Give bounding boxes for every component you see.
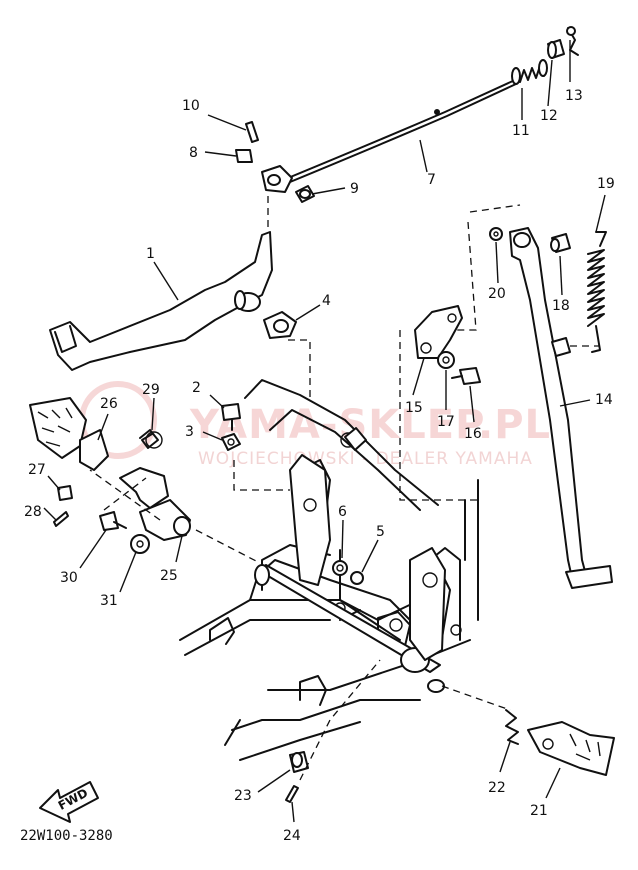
callout-30: 30: [60, 570, 78, 586]
cotter-24: [285, 785, 299, 803]
clip-5: [350, 571, 364, 585]
washer-20: [489, 227, 503, 241]
rod-spring: [511, 59, 548, 85]
left-footrest: [29, 397, 109, 471]
fwd-arrow: FWD: [39, 781, 99, 823]
callout-29: 29: [142, 382, 160, 398]
callout-14: 14: [595, 392, 613, 408]
callout-6: 6: [338, 504, 347, 520]
callout-2: 2: [192, 380, 201, 396]
callouts: 1 2 3 4 5 6 7 8 9 10 11 12 13 14 15 16 1…: [24, 88, 615, 844]
callout-15: 15: [405, 400, 423, 416]
pin-23: [289, 751, 309, 773]
callout-26: 26: [100, 396, 118, 412]
callout-27: 27: [28, 462, 46, 478]
bolt-30: [99, 511, 127, 531]
callout-21: 21: [530, 803, 548, 819]
callout-12: 12: [540, 108, 558, 124]
side-stand: [509, 227, 613, 589]
nut-3: [221, 433, 241, 451]
callout-10: 10: [182, 98, 200, 114]
callout-23: 23: [234, 788, 252, 804]
washer-31: [130, 534, 150, 554]
brake-rod: [287, 79, 517, 183]
stand-bracket: [289, 427, 446, 661]
pin-27: [57, 485, 73, 501]
callout-8: 8: [189, 145, 198, 161]
bolt-16: [451, 367, 481, 385]
callout-18: 18: [552, 298, 570, 314]
leaders: [43, 40, 606, 823]
bolt-2: [221, 403, 241, 431]
rod-end-hardware: [235, 121, 315, 203]
stand-bracket-15: [414, 305, 463, 359]
clip-13: [566, 26, 579, 56]
callout-16: 16: [464, 426, 482, 442]
footrest-spring-22: [505, 709, 519, 745]
callout-19: 19: [597, 176, 615, 192]
callout-22: 22: [488, 780, 506, 796]
footrest-spring-29: [139, 429, 163, 449]
washer-17: [437, 351, 455, 369]
footrest-bracket-25: [119, 467, 191, 541]
washer-6: [332, 560, 348, 576]
callout-13: 13: [565, 88, 583, 104]
callout-4: 4: [322, 293, 331, 309]
assembly-lines: [89, 196, 600, 781]
bushing-4: [263, 311, 297, 339]
callout-11: 11: [512, 123, 530, 139]
callout-25: 25: [160, 568, 178, 584]
adjusting-nut: [547, 39, 565, 59]
callout-1: 1: [146, 246, 155, 262]
brake-pedal: [49, 231, 273, 371]
right-footrest: [527, 721, 615, 776]
callout-24: 24: [283, 828, 301, 844]
callout-17: 17: [437, 414, 455, 430]
callout-3: 3: [185, 424, 194, 440]
watermark-brand: YAMA-SKLEP.PL: [189, 402, 551, 448]
diagram-code: 22W100-3280: [20, 828, 113, 844]
callout-31: 31: [100, 593, 118, 609]
callout-28: 28: [24, 504, 42, 520]
callout-5: 5: [376, 524, 385, 540]
stand-pin-18: [550, 233, 571, 357]
callout-7: 7: [427, 172, 436, 188]
callout-9: 9: [350, 181, 359, 197]
cotter-28: [53, 511, 69, 527]
callout-20: 20: [488, 286, 506, 302]
stand-spring: [587, 231, 607, 353]
